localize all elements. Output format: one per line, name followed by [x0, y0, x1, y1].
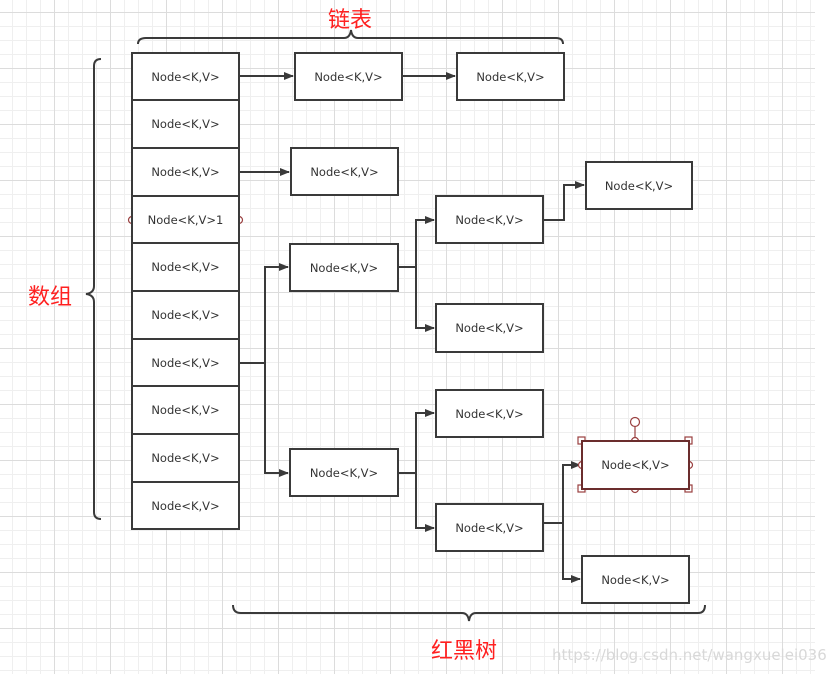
edge-to-bottom-leaf [562, 523, 581, 583]
array-node[interactable]: Node<K,V> [131, 338, 240, 387]
tree-node[interactable]: Node<K,V> [289, 243, 399, 292]
brace-linked-list [137, 29, 564, 45]
brace-array [85, 58, 102, 520]
tree-node-selected[interactable]: Node<K,V> [581, 440, 690, 490]
edge-lower-to-top [415, 409, 435, 473]
tree-node[interactable]: Node<K,V> [289, 448, 399, 497]
array-node[interactable]: Node<K,V> [131, 242, 240, 292]
edge-upper-to-bottom [415, 267, 435, 332]
tree-node[interactable]: Node<K,V> [585, 161, 693, 210]
array-node[interactable]: Node<K,V> [131, 52, 240, 101]
tree-node[interactable]: Node<K,V> [435, 389, 544, 438]
edge-lower-to-bottom [415, 473, 435, 532]
array-node[interactable]: Node<K,V> [131, 99, 240, 149]
red-black-tree-label: 红黑树 [431, 639, 498, 664]
edge-to-lower-child [264, 363, 289, 477]
tree-node[interactable]: Node<K,V> [435, 195, 544, 244]
tree-node[interactable]: Node<K,V> [435, 303, 544, 353]
edge-top-to-far [543, 181, 585, 221]
linked-list-label: 链表 [328, 8, 373, 33]
brace-red-black-tree [232, 604, 706, 622]
array-node-selected[interactable]: Node<K,V>1 [131, 195, 240, 244]
tree-node[interactable]: Node<K,V> [581, 555, 690, 604]
watermark: https://blog.csdn.net/wangxuelei036 [552, 646, 827, 664]
array-node[interactable]: Node<K,V> [131, 385, 240, 435]
edge-to-upper-child [264, 263, 289, 363]
array-node[interactable]: Node<K,V> [131, 290, 240, 340]
edge-upper-to-top [415, 216, 435, 267]
array-node[interactable]: Node<K,V> [131, 481, 240, 530]
list-node[interactable]: Node<K,V> [294, 52, 403, 101]
edge-to-selected-leaf [562, 461, 581, 523]
tree-node[interactable]: Node<K,V> [435, 503, 544, 552]
array-node[interactable]: Node<K,V> [131, 147, 240, 197]
list-node[interactable]: Node<K,V> [290, 147, 399, 196]
array-node[interactable]: Node<K,V> [131, 433, 240, 483]
rotate-handle [629, 416, 641, 428]
array-label: 数组 [28, 285, 73, 310]
list-node[interactable]: Node<K,V> [456, 52, 565, 101]
